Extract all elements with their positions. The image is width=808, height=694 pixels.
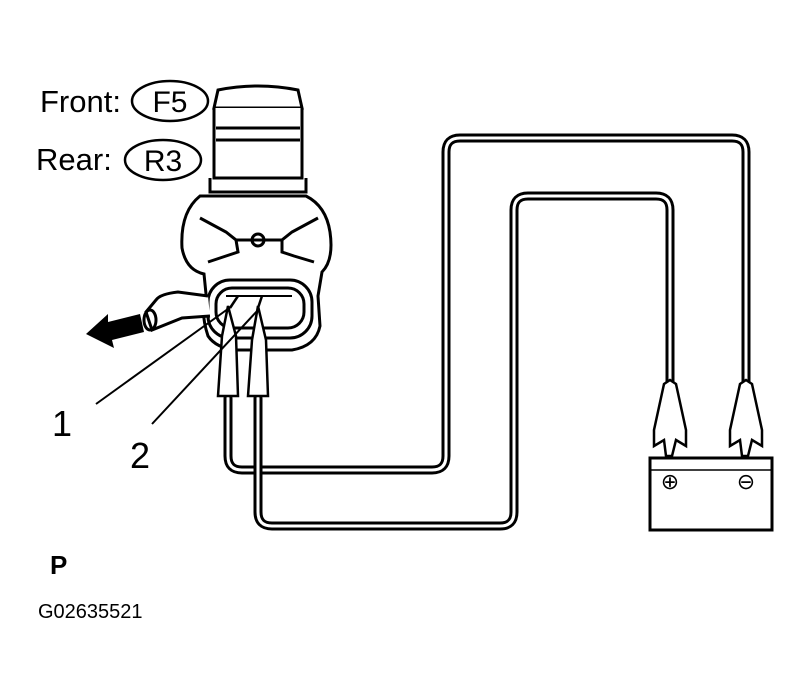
- valve-cylinder: [212, 108, 304, 180]
- valve-nozzle: [144, 290, 211, 332]
- wires: [223, 133, 751, 531]
- negative-clip: [728, 378, 764, 458]
- terminal-1-label: 1: [52, 403, 72, 444]
- positive-clip: [652, 378, 688, 458]
- rear-code: R3: [144, 145, 182, 178]
- rear-code-oval: [123, 138, 203, 182]
- valve-mount-hole: [250, 232, 266, 248]
- front-code-oval: [130, 79, 210, 123]
- arrow-left-icon: [86, 314, 144, 348]
- battery-negative-symbol: ⊖: [737, 469, 755, 494]
- front-code: F5: [152, 86, 187, 119]
- page-mark: P: [50, 550, 67, 580]
- position-labels: Front: F5 Rear: R3: [36, 79, 210, 182]
- probe-terminal-2: [246, 305, 270, 398]
- terminal-2-label: 2: [130, 435, 150, 476]
- front-label: Front:: [40, 84, 121, 119]
- valve-top-cap: [212, 84, 304, 110]
- battery-clips: [652, 378, 764, 458]
- wire-negative-inner: [256, 194, 672, 528]
- wire-positive-inner: [226, 136, 748, 472]
- probe-terminal-1: [216, 305, 240, 398]
- figure-id: G02635521: [38, 601, 143, 623]
- test-probes: [216, 295, 270, 398]
- solenoid-valve: [142, 84, 333, 352]
- leader-lines: [95, 305, 259, 425]
- battery-icon: ⊕ ⊖: [648, 456, 774, 532]
- rear-label: Rear:: [36, 142, 112, 177]
- battery-positive-symbol: ⊕: [661, 469, 679, 494]
